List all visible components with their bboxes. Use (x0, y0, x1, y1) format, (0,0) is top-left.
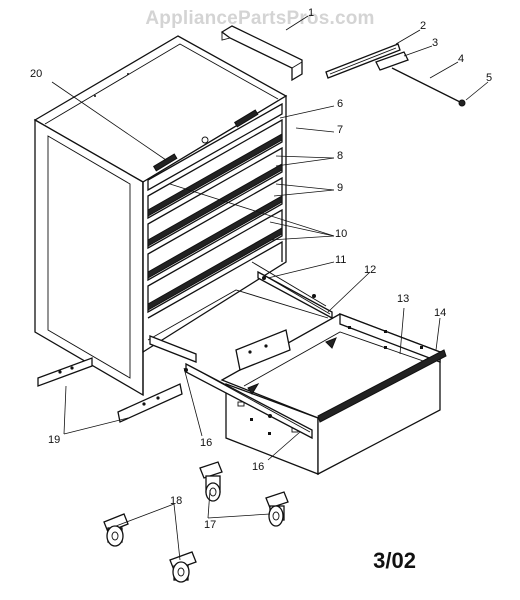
callout-10: 10 (335, 228, 348, 240)
caster-2 (265, 491, 289, 527)
callout-11: 11 (335, 254, 347, 266)
callout-9: 9 (337, 182, 344, 194)
callout-7: 7 (337, 124, 344, 136)
callout-17: 17 (204, 519, 217, 531)
handle-part (220, 25, 303, 82)
callout-14: 14 (434, 307, 447, 319)
callout-6: 6 (337, 98, 344, 110)
leader-lines (51, 15, 489, 561)
callout-8: 8 (337, 150, 344, 162)
caster-plates (37, 329, 291, 423)
loose-parts (220, 25, 466, 107)
open-drawer (220, 313, 447, 476)
callout-13: 13 (397, 293, 410, 305)
handle-left (152, 153, 178, 172)
cabinet (33, 35, 329, 397)
drawer-slides (149, 270, 333, 440)
ball-knob (458, 99, 466, 107)
callout-18: 18 (170, 495, 183, 507)
callout-16-drawer: 16 (252, 461, 265, 473)
callout-3: 3 (432, 37, 439, 49)
revision-label: 3/02 (373, 548, 416, 573)
drawer-fronts (147, 102, 283, 314)
callout-12: 12 (364, 264, 377, 276)
callout-19: 19 (48, 434, 61, 446)
callout-5: 5 (486, 72, 493, 84)
callout-16-slide: 16 (200, 437, 213, 449)
callout-4: 4 (458, 53, 465, 65)
bracket (375, 51, 409, 71)
caster-4 (169, 551, 197, 583)
handle-right (233, 109, 259, 128)
caster-1 (199, 461, 223, 502)
callout-2: 2 (420, 20, 427, 32)
caster-3 (103, 513, 129, 547)
callout-1: 1 (308, 7, 315, 19)
rod (391, 67, 461, 103)
callout-20: 20 (30, 68, 43, 80)
watermark: AppliancePartsPros.com (145, 8, 375, 29)
casters (103, 461, 289, 583)
